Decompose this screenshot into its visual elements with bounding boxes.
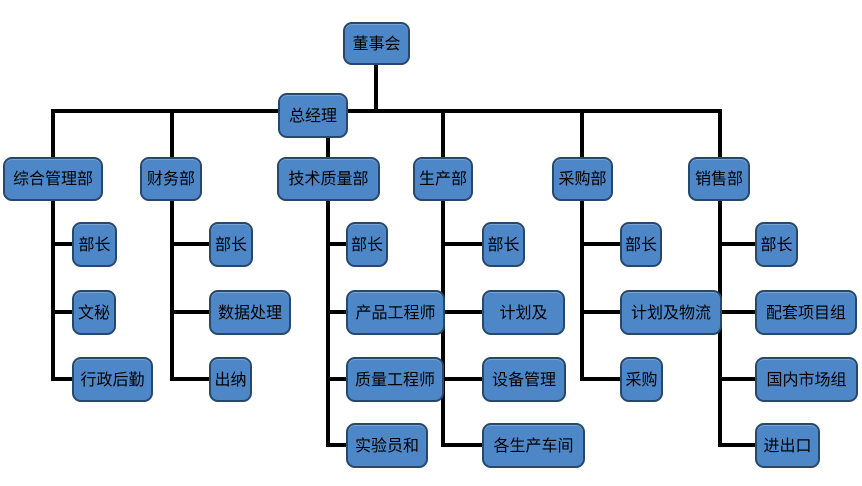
- connector-stub: [326, 443, 346, 447]
- org-node-dept-purchasing: 采购部: [552, 157, 613, 201]
- org-node-domestic-market-group: 国内市场组: [755, 357, 858, 402]
- org-node-dept-general-admin: 综合管理部: [3, 157, 103, 201]
- org-node-finance-data-processing: 数据处理: [209, 290, 291, 335]
- org-node-production-workshops: 各生产车间: [482, 423, 585, 468]
- connector-dept-drop: [51, 111, 55, 158]
- org-node-admin-secretary: 文秘: [72, 290, 116, 335]
- connector-stub: [718, 310, 755, 314]
- org-node-general-manager: 总经理: [278, 93, 348, 138]
- connector-board-drop: [374, 64, 378, 113]
- connector-stub: [441, 310, 482, 314]
- connector-spine: [326, 200, 330, 447]
- connector-stub: [580, 310, 620, 314]
- org-node-dept-production: 生产部: [413, 157, 473, 201]
- connector-dept-drop: [170, 111, 174, 158]
- connector-stub: [170, 377, 209, 381]
- connector-stub: [441, 242, 482, 246]
- connector-dept-drop: [441, 111, 445, 158]
- org-node-admin-logistics: 行政后勤: [72, 357, 153, 402]
- connector-trunk: [51, 109, 722, 113]
- connector-stub: [51, 310, 72, 314]
- org-node-import-export: 进出口: [755, 423, 820, 468]
- connector-stub: [441, 377, 482, 381]
- connector-stub: [51, 242, 72, 246]
- connector-dept-drop: [718, 111, 722, 158]
- connector-stub: [441, 443, 482, 447]
- org-node-board-of-directors: 董事会: [343, 22, 410, 65]
- org-node-equipment-management: 设备管理: [482, 357, 566, 402]
- org-node-finance-chief: 部长: [209, 222, 253, 267]
- org-node-dept-finance: 财务部: [140, 157, 202, 201]
- org-node-dept-sales: 销售部: [688, 157, 750, 201]
- connector-stub: [326, 377, 346, 381]
- connector-spine: [51, 200, 55, 381]
- org-node-sales-chief: 部长: [755, 222, 798, 267]
- connector-stub: [580, 377, 620, 381]
- connector-stub: [580, 242, 620, 246]
- connector-stub: [170, 310, 209, 314]
- org-node-quality-engineer: 质量工程师: [346, 357, 444, 402]
- org-node-production-chief: 部长: [482, 222, 525, 267]
- org-node-supporting-project-group: 配套项目组: [755, 290, 857, 335]
- connector-stub: [51, 377, 72, 381]
- connector-stub: [326, 242, 346, 246]
- connector-dept-drop: [580, 111, 584, 158]
- org-node-planning: 计划及: [482, 290, 565, 335]
- connector-stub: [718, 443, 755, 447]
- org-node-lab-technician: 实验员和: [346, 423, 428, 468]
- org-node-purchasing: 采购: [620, 357, 663, 402]
- org-node-product-engineer: 产品工程师: [346, 290, 445, 335]
- org-node-dept-tech-quality: 技术质量部: [277, 157, 380, 201]
- org-node-planning-logistics: 计划及物流: [620, 290, 722, 335]
- connector-spine: [580, 200, 584, 381]
- connector-stub: [718, 377, 755, 381]
- connector-stub: [170, 242, 209, 246]
- org-node-finance-cashier: 出纳: [209, 357, 252, 402]
- connector-spine: [170, 200, 174, 381]
- org-node-admin-chief: 部长: [72, 222, 117, 267]
- org-node-purchasing-chief: 部长: [620, 222, 662, 267]
- connector-stub: [326, 310, 346, 314]
- connector-stub: [718, 242, 755, 246]
- org-node-quality-chief: 部长: [346, 222, 388, 267]
